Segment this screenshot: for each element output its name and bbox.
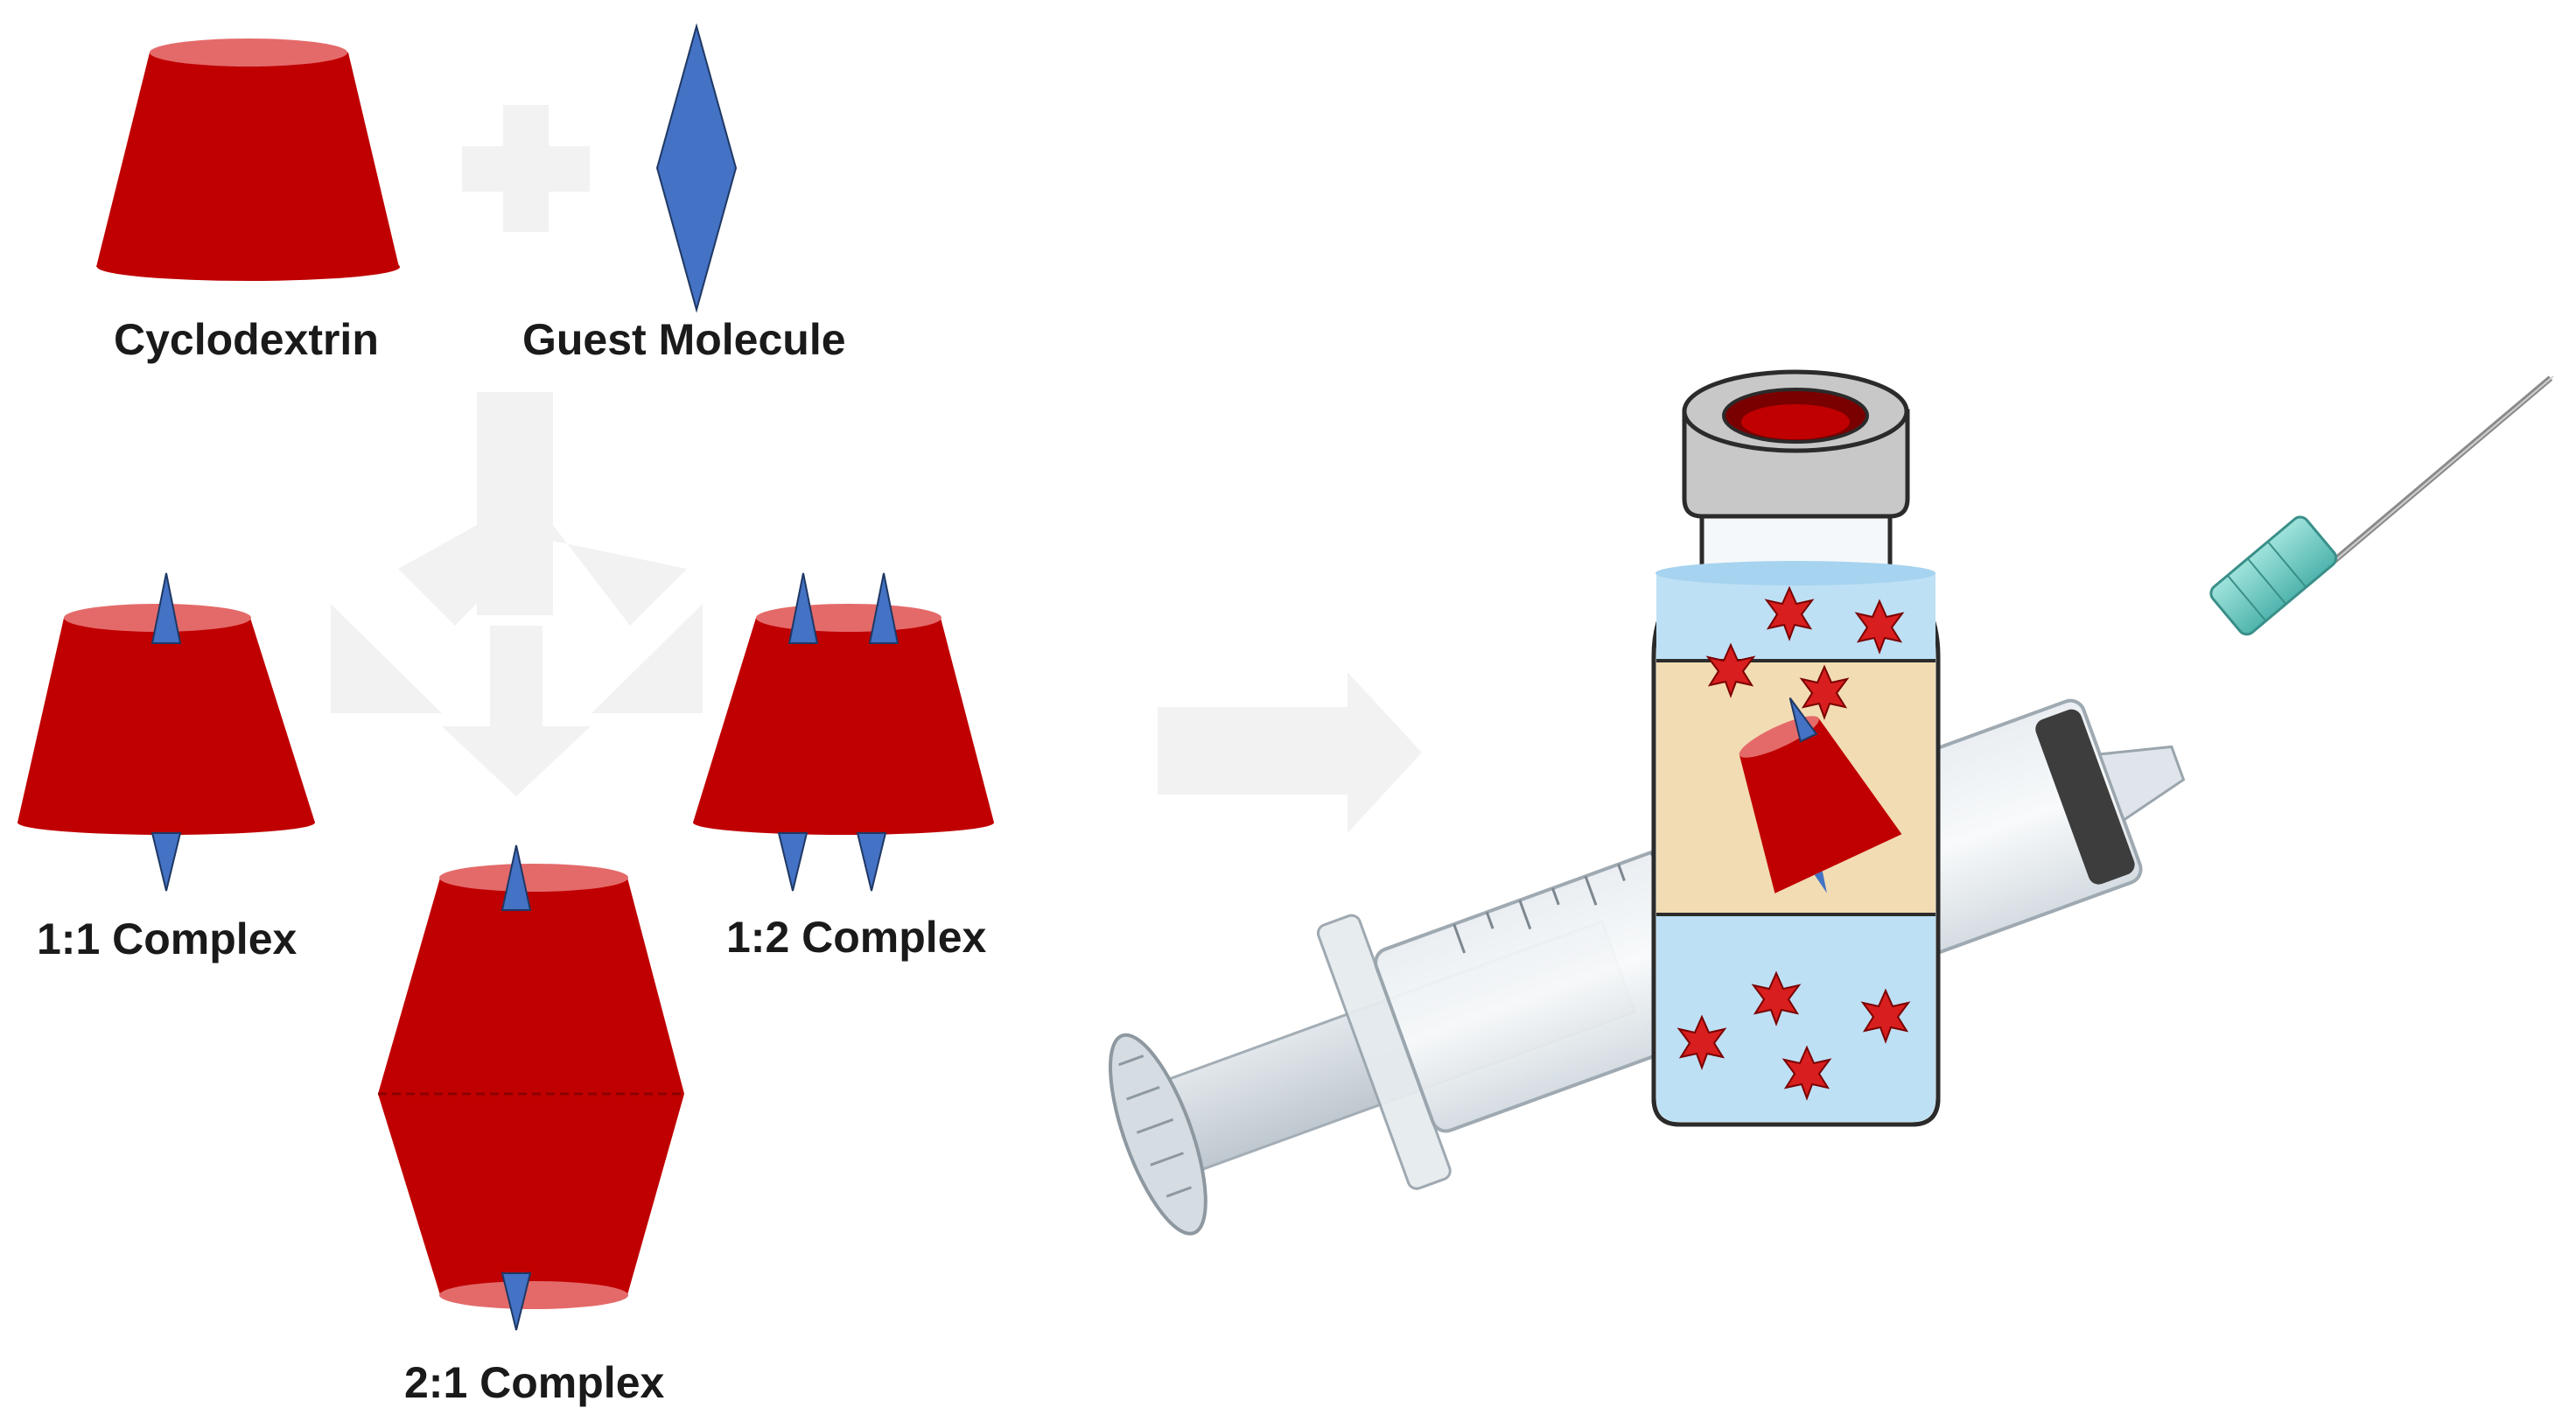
- guest-molecule-diamond-icon: [655, 23, 738, 313]
- label-complex-1-1: 1:1 Complex: [37, 914, 298, 963]
- label-complex-1-2: 1:2 Complex: [726, 913, 987, 962]
- right-arrow-icon: [1158, 672, 1422, 833]
- complex-1-1-graphic: [18, 572, 315, 892]
- label-guest-molecule: Guest Molecule: [522, 315, 846, 364]
- split-arrow-icon: [331, 392, 703, 796]
- vial-icon: [1651, 369, 1941, 1127]
- label-cyclodextrin: Cyclodextrin: [114, 315, 379, 364]
- cyclodextrin-cone-icon: [96, 39, 400, 281]
- complex-1-2-graphic: [693, 572, 994, 892]
- label-complex-2-1: 2:1 Complex: [404, 1358, 665, 1407]
- complex-2-1-graphic: [378, 844, 684, 1331]
- plus-icon: [462, 105, 590, 232]
